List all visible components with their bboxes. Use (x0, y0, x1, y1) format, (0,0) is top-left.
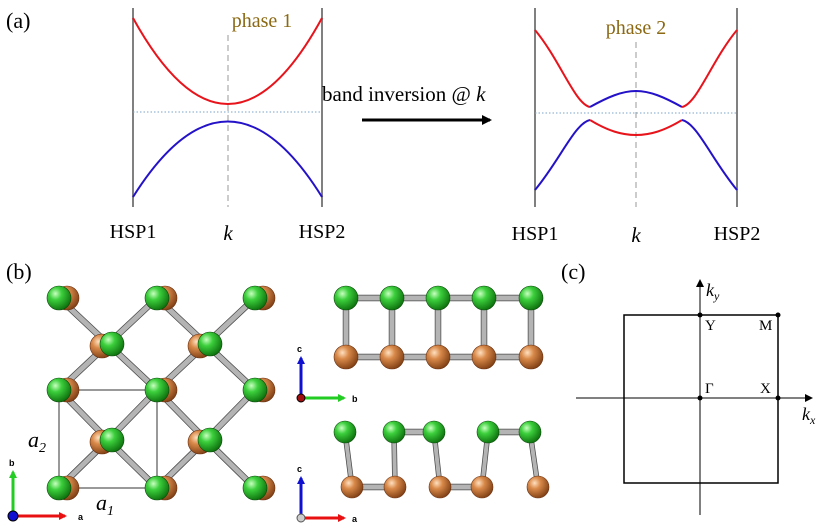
green-atom (46, 377, 72, 403)
valence-band-outer-right (681, 119, 738, 191)
green-atom (422, 420, 446, 444)
m-label: M (759, 318, 772, 334)
copper-atom (383, 475, 407, 499)
side-view-2-atoms (333, 420, 550, 499)
green-atom (382, 420, 406, 444)
green-atom (197, 331, 223, 357)
crystal-side-view-2: a c (296, 420, 550, 524)
axis-c-dot (7, 510, 19, 522)
hsp2-label-2: HSP2 (714, 223, 761, 245)
side-view-2-axes: a c (296, 464, 358, 524)
hsp2-label: HSP2 (299, 221, 346, 243)
arrow-label: band inversion @ k (322, 82, 486, 106)
green-atom (144, 475, 170, 501)
panel-label-c: (c) (561, 259, 585, 284)
phase-1-label: phase 1 (232, 10, 293, 32)
conduction-band-outer-left (534, 29, 591, 108)
lattice-a1-base: a (96, 490, 107, 515)
copper-atom (471, 344, 497, 370)
copper-atom (470, 475, 494, 499)
green-atom (46, 475, 72, 501)
phase-2-label: phase 2 (606, 17, 667, 39)
green-atom (242, 475, 268, 501)
green-atom (425, 285, 451, 311)
top-view-atoms (46, 285, 276, 501)
green-atom (379, 285, 405, 311)
green-atom (197, 427, 223, 453)
arrow-label-text: band inversion @ (322, 82, 476, 106)
crystal-side-view-1: b c (296, 285, 544, 404)
top-view-axes: a b (7, 458, 84, 522)
axis-c-label-3: c (297, 464, 302, 474)
gamma-point (697, 395, 703, 401)
green-atom (471, 285, 497, 311)
ky-sub: y (713, 289, 720, 303)
green-atom (144, 377, 170, 403)
unit-cell (58, 389, 158, 489)
copper-atom (518, 344, 544, 370)
panel-label-a: (a) (6, 8, 30, 33)
inverted-band-upper (589, 89, 683, 108)
lattice-a2-sub: 2 (39, 441, 46, 456)
side-view-1-atoms (333, 285, 544, 370)
axis-b-dot-3 (296, 513, 306, 523)
ky-label: ky (706, 280, 720, 303)
gamma-label: Γ (705, 381, 714, 397)
kx-label: kx (802, 404, 816, 427)
m-point (775, 312, 781, 318)
kx-base: k (802, 404, 811, 424)
valence-band-outer-left (534, 119, 591, 191)
copper-atom (425, 344, 451, 370)
brillouin-zone: Γ X Y M ky kx (576, 279, 816, 515)
green-atom (476, 420, 500, 444)
lattice-a1-sub: 1 (107, 504, 114, 519)
green-atom (242, 377, 268, 403)
conduction-band-outer-right (681, 29, 738, 108)
copper-atom (379, 344, 405, 370)
conduction-band (132, 17, 323, 105)
kx-sub: x (809, 413, 816, 427)
valence-band (132, 120, 323, 198)
green-atom (518, 285, 544, 311)
y-point (697, 312, 703, 318)
copper-atom (526, 475, 550, 499)
axis-b-label-2: b (352, 394, 358, 404)
green-atom (242, 285, 268, 311)
band-diagram-phase1: phase 1 HSP1 k HSP2 (110, 8, 346, 245)
green-atom (333, 420, 357, 444)
axis-a-label: a (78, 512, 84, 522)
inverted-band-lower (589, 119, 683, 137)
lattice-a2: a2 (28, 427, 46, 456)
green-atom (518, 420, 542, 444)
green-atom (99, 427, 125, 453)
ky-base: k (706, 280, 715, 300)
copper-atom (428, 475, 452, 499)
x-point (775, 395, 781, 401)
axis-a-dot-2 (296, 393, 306, 403)
lattice-a2-base: a (28, 427, 39, 452)
copper-atom (333, 344, 359, 370)
green-atom (99, 331, 125, 357)
panel-label-b: (b) (6, 259, 32, 284)
copper-atom (340, 475, 364, 499)
band-diagram-phase2: phase 2 HSP1 k HSP2 (512, 8, 761, 247)
axis-b-label: b (9, 458, 15, 468)
crystal-top-view: a2 a1 a b (7, 285, 276, 522)
axis-c-label-2: c (297, 344, 302, 354)
axis-a-label-3: a (352, 514, 358, 524)
band-inversion-arrow: band inversion @ k (322, 82, 492, 125)
hsp1-label-2: HSP1 (512, 223, 559, 245)
hsp1-label: HSP1 (110, 221, 157, 243)
green-atom (333, 285, 359, 311)
x-label: X (760, 381, 771, 397)
k-label-2: k (631, 223, 641, 247)
lattice-a1: a1 (96, 490, 114, 519)
green-atom (46, 285, 72, 311)
k-label: k (223, 221, 233, 245)
y-label: Y (705, 318, 716, 334)
green-atom (144, 285, 170, 311)
side-view-1-axes: b c (296, 344, 358, 404)
arrow-label-k: k (476, 82, 486, 106)
